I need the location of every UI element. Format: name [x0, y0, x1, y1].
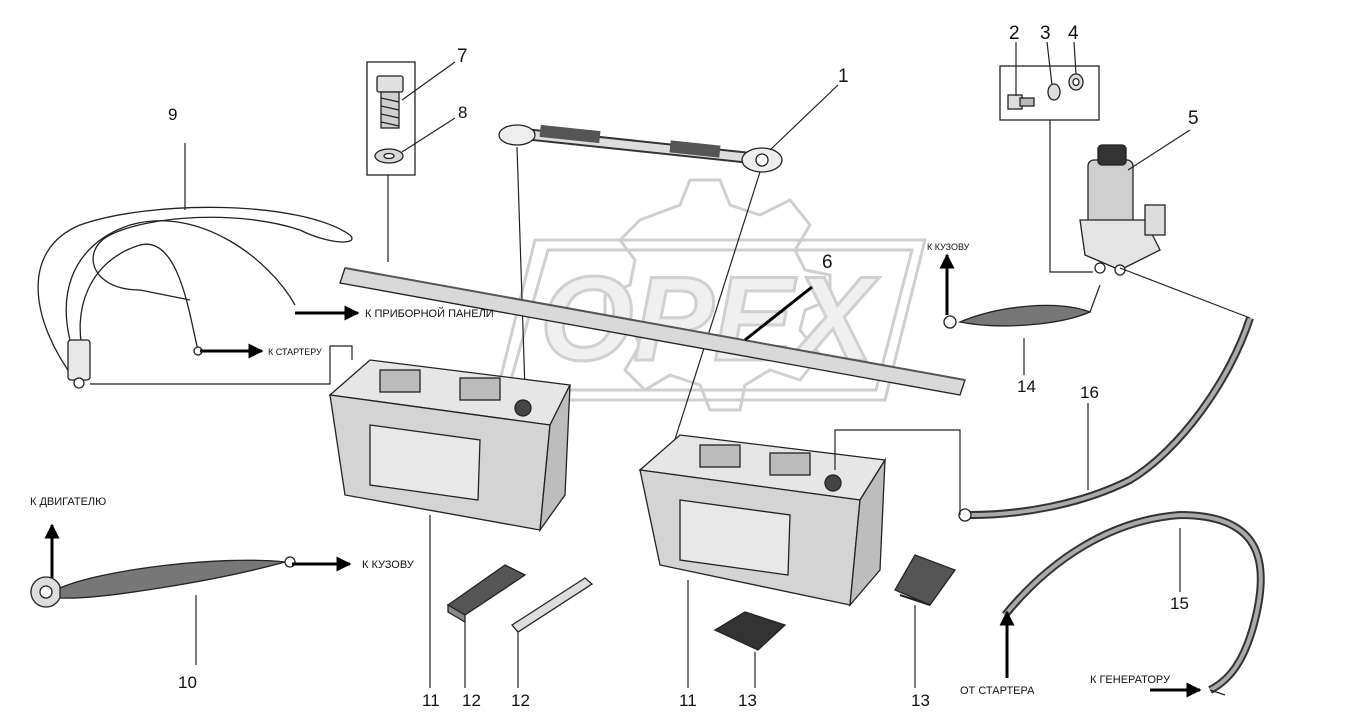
- screw-washers-detail: [999, 65, 1100, 121]
- battery-link-cable: [498, 124, 783, 173]
- callout-10: 10: [178, 673, 197, 692]
- note-to-body-bottom: К КУЗОВУ: [362, 559, 415, 571]
- bracket-13-b: [894, 554, 957, 606]
- leader-screw-to-switch: [1049, 120, 1093, 273]
- callout-6: 6: [822, 252, 833, 273]
- note-to-starter: К СТАРТЕРУ: [268, 347, 322, 357]
- ground-strap-10: [30, 556, 296, 608]
- callout-13-a: 13: [738, 691, 757, 710]
- callout-5: 5: [1188, 108, 1199, 129]
- harness-connector-line: [90, 345, 353, 385]
- callout-11-right: 11: [679, 691, 697, 710]
- braided-strap-top: [943, 284, 1101, 329]
- leader-4: [1073, 41, 1077, 75]
- note-to-dashboard: К ПРИБОРНОЙ ПАНЕЛИ: [365, 307, 494, 320]
- callout-8: 8: [458, 103, 467, 122]
- bracket-13-a: [713, 611, 787, 651]
- callout-15: 15: [1170, 594, 1189, 613]
- generator-cable-15: [1001, 510, 1265, 696]
- battery-cable-16: [958, 267, 1254, 522]
- callout-12-b: 12: [511, 691, 530, 710]
- mounting-strip: [339, 267, 966, 396]
- note-to-body-top: К КУЗОВУ: [927, 242, 970, 252]
- battery-left: [328, 359, 571, 533]
- callout-1: 1: [838, 66, 849, 87]
- leader-3: [1046, 41, 1053, 86]
- leader-7: [401, 61, 456, 101]
- callout-3: 3: [1040, 23, 1051, 44]
- leader-6: [744, 285, 813, 342]
- pad-12-a: [446, 564, 527, 624]
- callout-12-a: 12: [462, 691, 481, 710]
- leader-5: [1127, 129, 1191, 171]
- leader-8: [401, 117, 456, 153]
- callout-13-b: 13: [911, 691, 930, 710]
- battery-right: [638, 434, 887, 607]
- callout-4: 4: [1068, 23, 1079, 44]
- note-to-generator: К ГЕНЕРАТОРУ: [1090, 674, 1171, 686]
- callout-11-left: 11: [422, 691, 440, 710]
- battery-terminal-wire: [834, 429, 961, 515]
- wiring-harness: [37, 206, 353, 389]
- leader-cable-to-battery-right: [669, 171, 761, 456]
- callout-14: 14: [1017, 377, 1036, 396]
- callout-9: 9: [168, 105, 177, 124]
- callout-16: 16: [1080, 383, 1099, 402]
- leader-cable-to-battery-left: [516, 146, 526, 391]
- pad-12-b: [511, 577, 594, 633]
- note-to-engine: К ДВИГАТЕЛЮ: [30, 496, 106, 508]
- bolt-washer-detail: [366, 61, 416, 176]
- leader-1: [769, 84, 839, 151]
- ground-switch: [1079, 144, 1166, 276]
- note-from-starter: ОТ СТАРТЕРА: [960, 685, 1035, 697]
- callout-7: 7: [457, 46, 468, 67]
- callout-2: 2: [1009, 23, 1020, 44]
